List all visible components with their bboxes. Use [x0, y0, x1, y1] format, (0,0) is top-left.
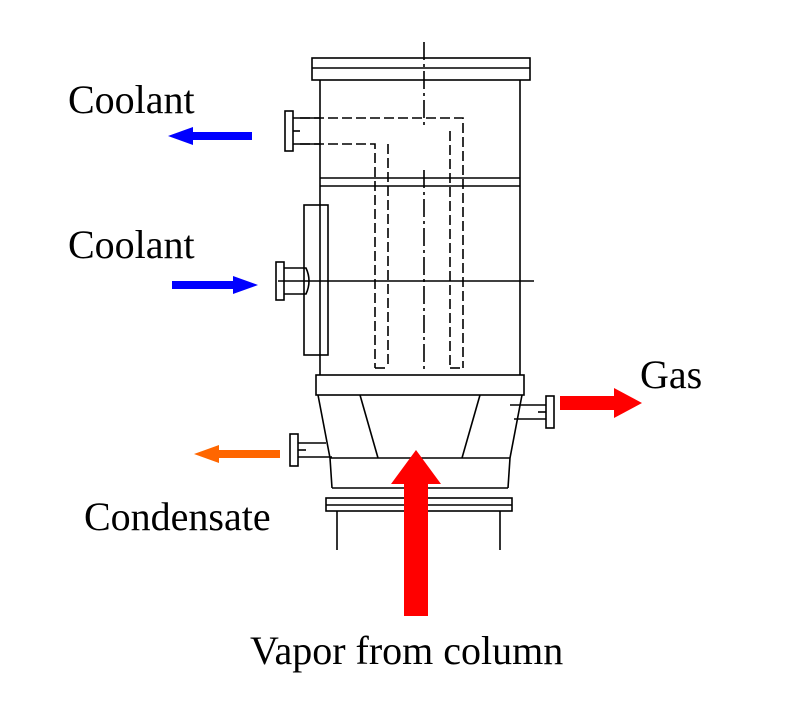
internal-tube [300, 117, 464, 369]
top-flange [311, 57, 531, 81]
coolant-outlet-label: Coolant [68, 77, 195, 122]
upper-head [319, 80, 521, 187]
coolant-outlet-nozzle [284, 110, 320, 152]
gas-label: Gas [640, 352, 703, 397]
condensate-label: Condensate [84, 494, 271, 539]
condensate-arrow [194, 445, 280, 463]
gas-arrow [560, 388, 642, 418]
coolant-in-arrow [172, 276, 258, 294]
coolant-out-arrow [168, 127, 252, 145]
gas-nozzle [510, 395, 555, 429]
coolant-inlet-label: Coolant [68, 222, 195, 267]
vapor-label: Vapor from column [250, 628, 564, 673]
shell [315, 186, 525, 396]
vapor-arrow [391, 450, 441, 616]
condensate-nozzle [289, 433, 332, 467]
